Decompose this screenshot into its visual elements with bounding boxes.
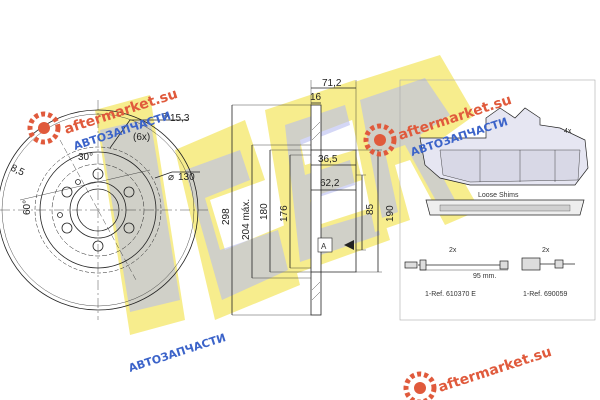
bolt-count-label: (6x) [133,132,150,143]
diameter-180-label: 180 [259,203,270,220]
watermark-bottom-left: АВТОЗАПЧАСТИ [127,331,228,375]
hub-height-label: 62,2 [320,178,340,189]
sensor-2-count-label: 2x [542,247,550,254]
thickness-label: 16 [310,92,322,103]
shim-count-label: 4x [564,128,572,135]
sensor-1-ref-label: 1-Ref. 610370 E [425,291,476,298]
disc-section-view [231,80,382,316]
outer-diameter-label: 298 [221,208,232,225]
diameter-190-label: 190 [385,205,396,222]
sensor-2-ref-label: 1-Ref. 690059 [523,291,567,298]
diameter-symbol: ⌀ [168,172,174,183]
sensor-1-length-label: 95 mm. [473,273,496,280]
total-width-label: 71,2 [322,78,342,89]
section-mark-a: A [321,242,327,251]
sensor-1-count-label: 2x [449,247,457,254]
loose-shims-label: Loose Shims [478,192,519,199]
max-diameter-label: 204 máx. [241,199,252,240]
watermark-sub-text: АВТОЗАПЧАСТИ [127,331,228,375]
diameter-symbol: ⌀ [162,110,168,121]
radius-label: 8,5 [9,163,27,179]
hub-depth-label: 36,5 [318,154,338,165]
pads-panel [399,79,596,321]
disc-front-view [0,100,210,320]
diameter-85-label: 85 [365,203,376,215]
bolt-hole-diameter-label: 15,3 [170,113,190,124]
icer-logo-watermark [95,55,480,335]
watermark-bottom-right: aftermarket.su [403,344,554,400]
angle-60-label: 60° [22,200,33,215]
diameter-176-label: 176 [279,205,290,222]
pcd-diameter-label: 130 [178,172,195,183]
watermark-site-text: aftermarket.su [436,344,553,396]
angle-30-label: 30° [78,152,93,163]
